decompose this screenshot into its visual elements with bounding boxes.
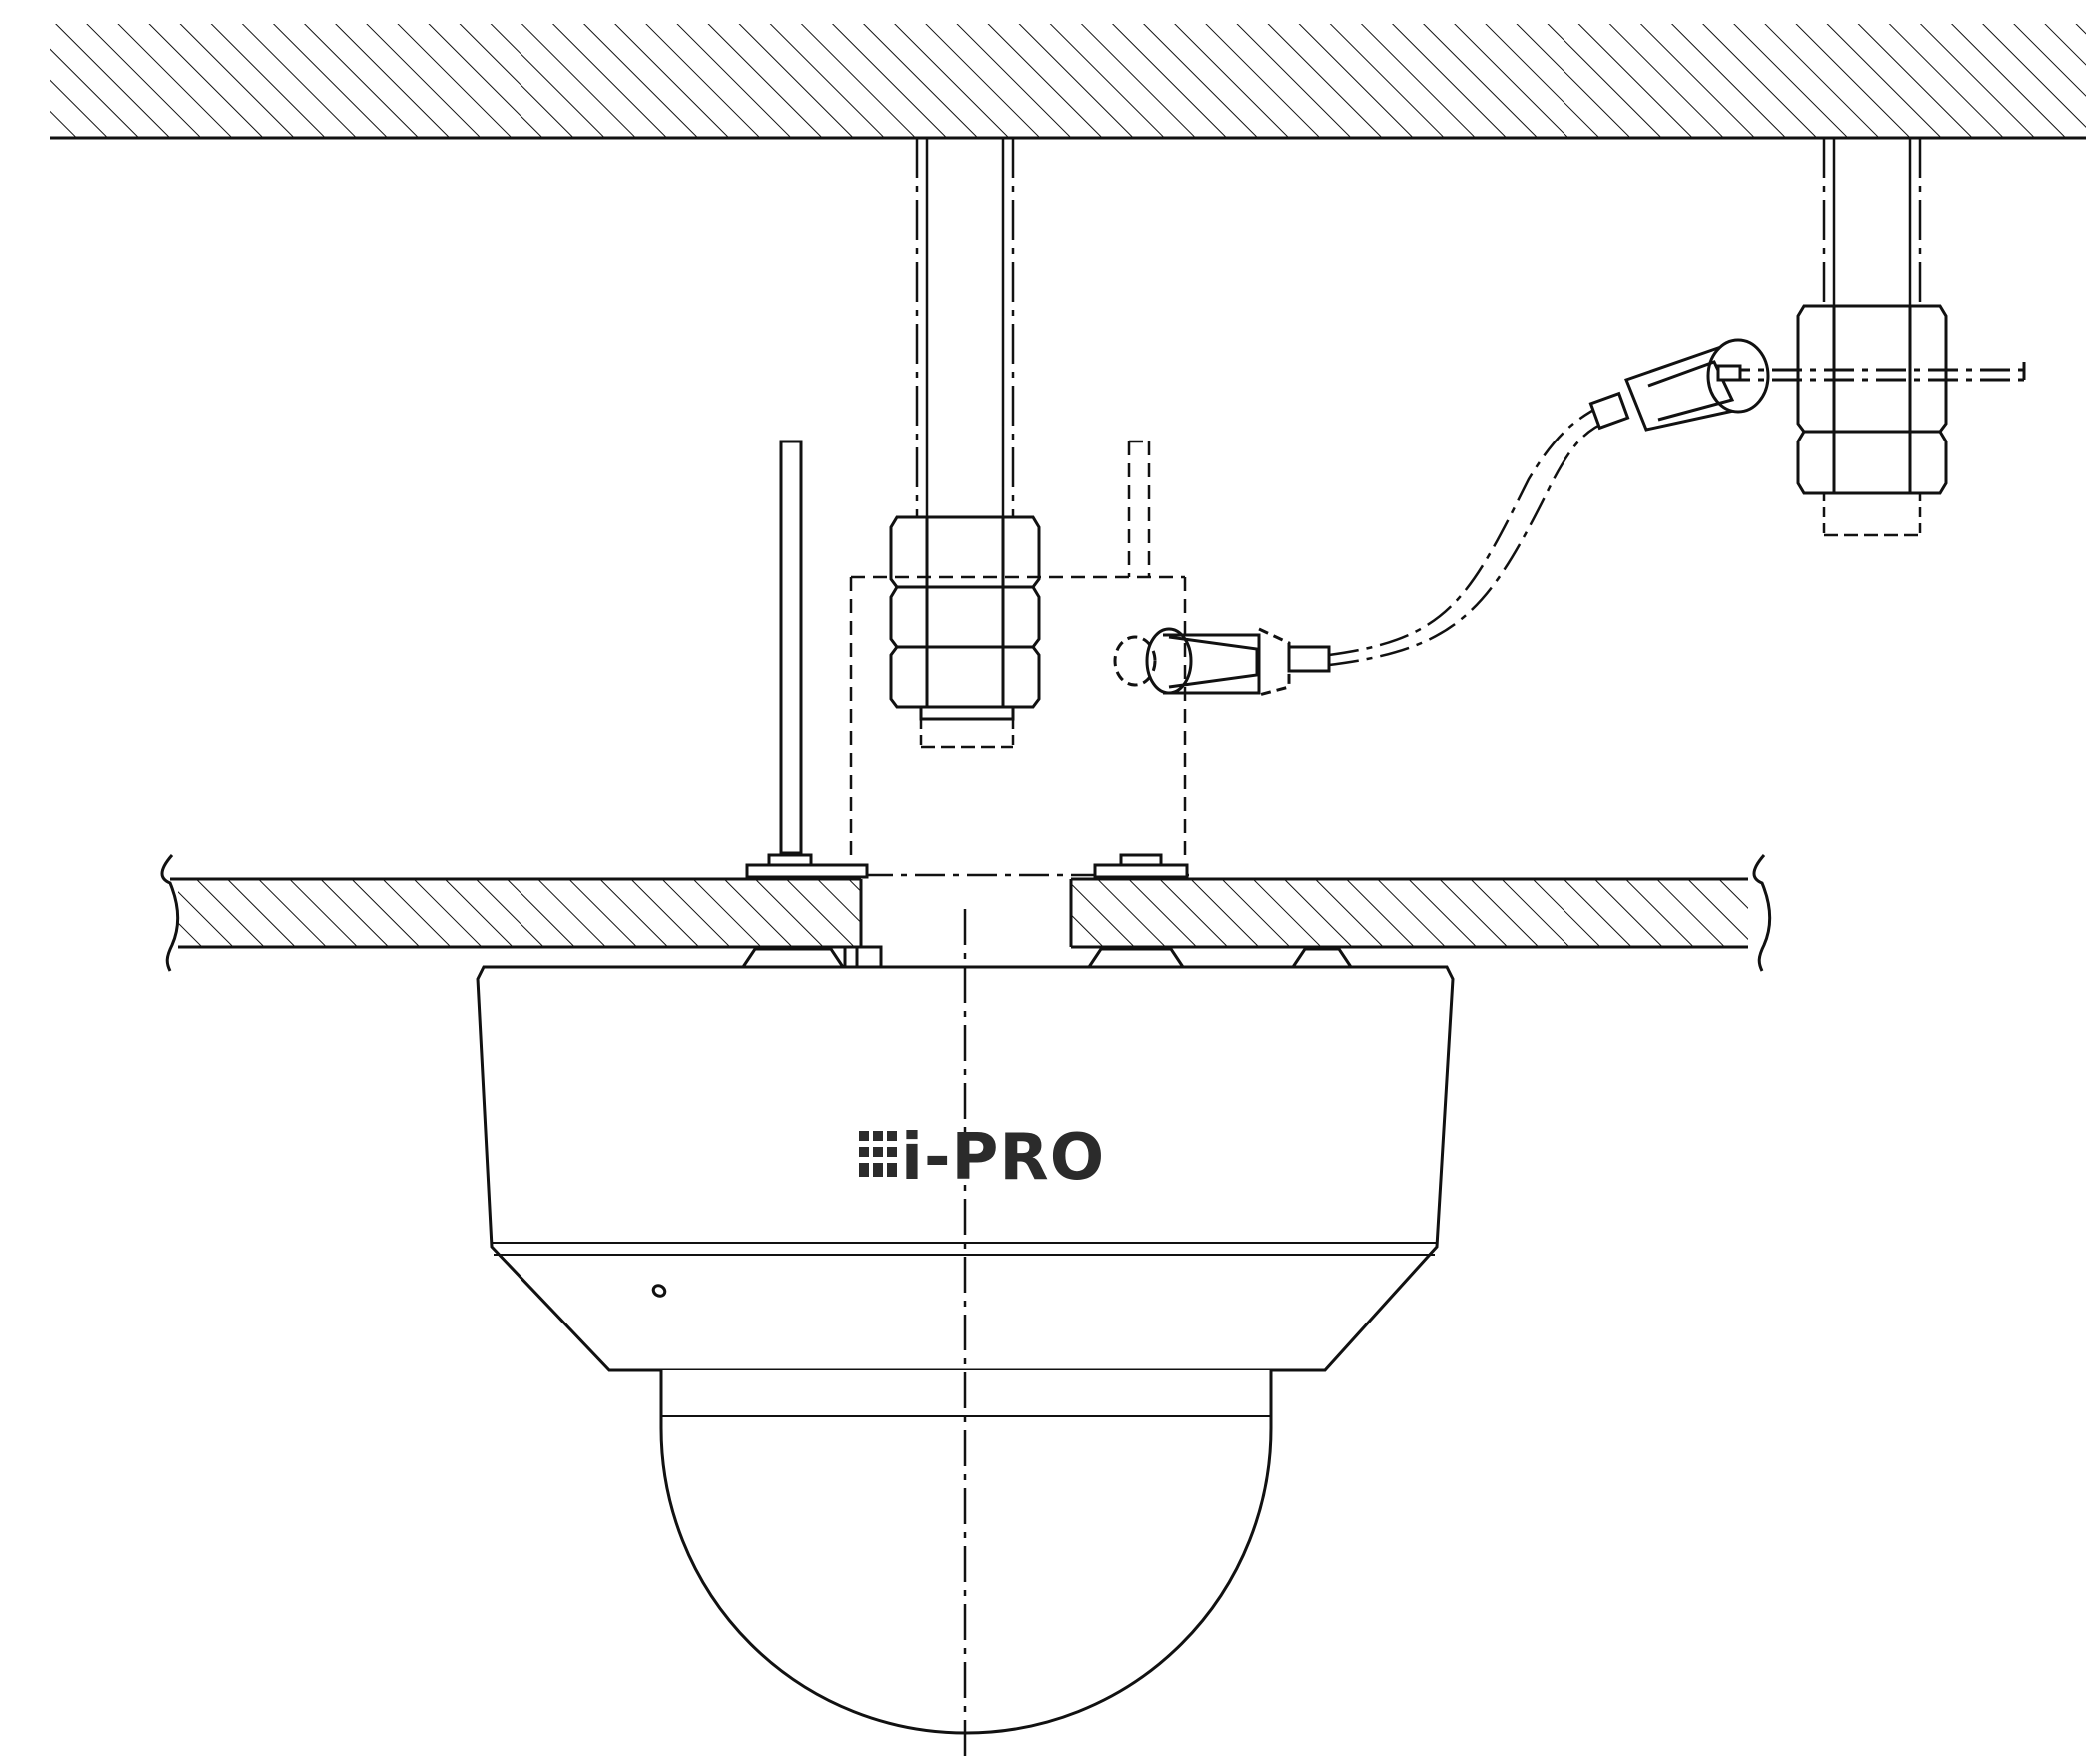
right-hex-nuts bbox=[1796, 304, 1948, 495]
right-anchor-rod bbox=[1822, 138, 1922, 537]
stud-bolt bbox=[745, 440, 869, 879]
logo-dots-icon bbox=[859, 1131, 897, 1177]
brand-logo: i-PRO bbox=[859, 1121, 1105, 1195]
upper-eye-hook bbox=[1588, 338, 2026, 432]
left-anchor-rod bbox=[915, 138, 1015, 749]
concrete-slab bbox=[50, 24, 2086, 140]
plate-nut bbox=[1093, 853, 1189, 879]
logo-text: i-PRO bbox=[901, 1121, 1105, 1195]
ceiling-board bbox=[160, 854, 1772, 972]
left-hex-nuts bbox=[889, 515, 1041, 721]
safety-wire bbox=[1328, 400, 1617, 667]
bracket-eye-hook bbox=[1113, 627, 1331, 697]
camera-feet bbox=[740, 945, 1354, 969]
